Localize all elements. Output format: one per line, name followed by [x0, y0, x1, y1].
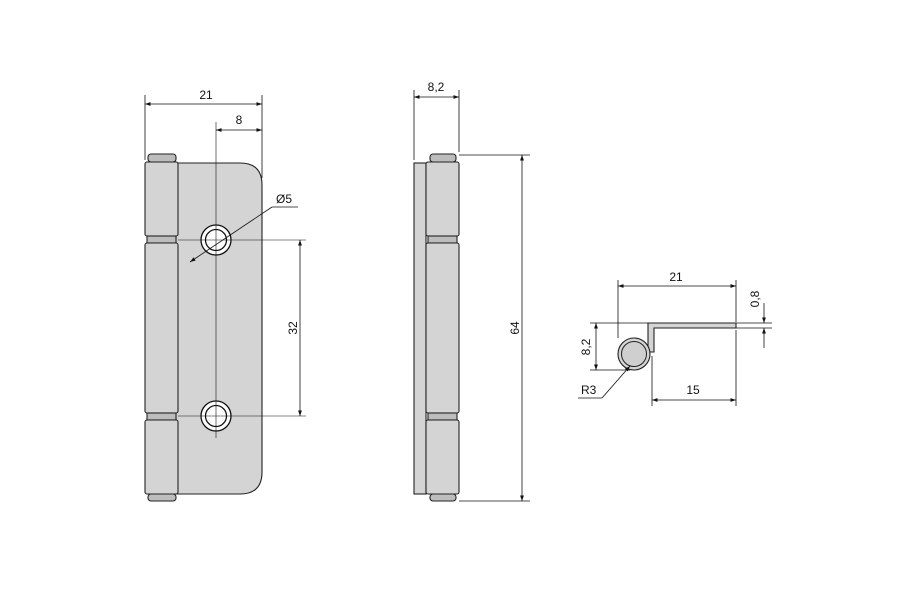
dim-width-21: 21 — [199, 88, 213, 102]
dim-height-64: 64 — [508, 321, 522, 335]
dim-hole-spacing-32: 32 — [286, 321, 300, 335]
top-leaf — [647, 322, 737, 353]
dim-hole-offset-8: 8 — [236, 113, 243, 127]
side-knuckle — [425, 153, 460, 502]
dim-length-21: 21 — [669, 270, 683, 284]
dim-radius-r3: R3 — [581, 383, 597, 397]
dim-leaf-15: 15 — [686, 383, 700, 397]
dim-sheet-thickness: 0,8 — [748, 290, 762, 307]
dim-thickness-8-2: 8,2 — [428, 80, 445, 94]
side-view: 8,2 64 — [413, 80, 530, 502]
hinge-leaf — [175, 162, 263, 495]
hinge-knuckle — [144, 153, 179, 502]
dim-hole-diameter: Ø5 — [276, 192, 292, 206]
side-leaf — [413, 162, 427, 495]
front-view: 21 8 Ø5 32 — [144, 88, 306, 502]
top-view: 21 0,8 8,2 R3 15 — [578, 270, 772, 406]
dim-knuckle-8-2: 8,2 — [579, 338, 593, 355]
